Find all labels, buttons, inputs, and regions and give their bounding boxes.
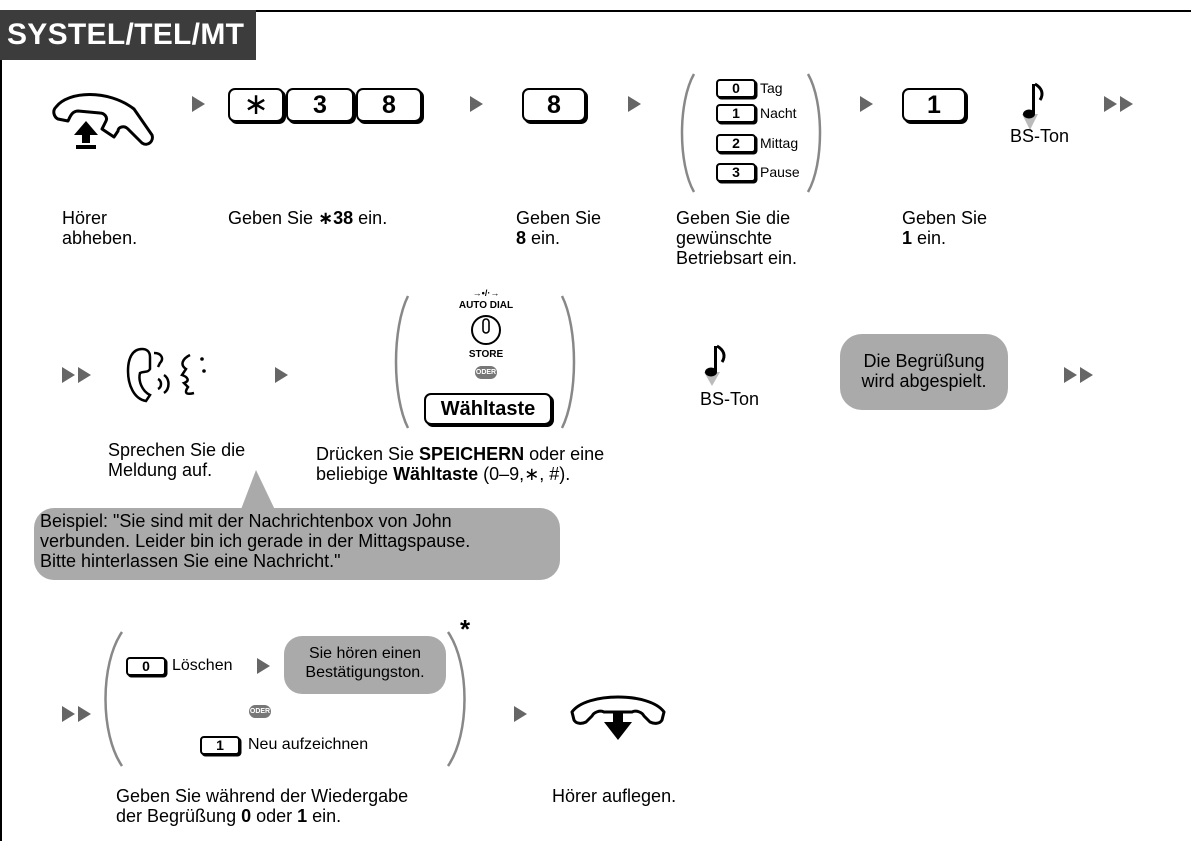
step-arrow — [275, 367, 288, 383]
options-asterisk: * — [460, 614, 471, 644]
step-arrow — [860, 96, 873, 112]
mode-label-nacht: Nacht — [760, 105, 797, 121]
step-arrow — [470, 96, 483, 112]
caption-hangup: Hörer auflegen. — [552, 786, 677, 806]
mode-key-1: 1 — [716, 104, 756, 123]
continue-arrow — [1120, 96, 1133, 112]
mode-key-3: 3 — [716, 163, 756, 182]
oder-badge: ODER — [475, 366, 497, 379]
caption-enter-1: Geben Sie 1 ein. — [902, 208, 988, 248]
rerecord-label: Neu aufzeichnen — [248, 736, 369, 753]
continue-arrow — [1064, 367, 1077, 383]
delete-label: Löschen — [172, 657, 233, 674]
mode-label-mittag: Mittag — [760, 135, 799, 151]
tone-label: BS-Ton — [1010, 126, 1070, 146]
example-bubble-tail — [240, 470, 276, 512]
store-bracket-right — [560, 295, 576, 429]
mode-label-pause: Pause — [760, 164, 800, 180]
step-arrow — [257, 658, 270, 674]
step-arrow — [192, 96, 205, 112]
key-1: 1 — [902, 88, 966, 122]
key-3: 3 — [286, 88, 354, 122]
continue-arrow — [1080, 367, 1093, 383]
caption-during-playback: Geben Sie während der Wiedergabe der Beg… — [116, 786, 409, 826]
key-8-single: 8 — [522, 88, 586, 122]
continue-arrow — [62, 367, 75, 383]
handset-lift-icon — [52, 93, 154, 149]
auto-dial-label: AUTO DIAL — [458, 300, 514, 311]
delete-key-0: 0 — [126, 657, 166, 676]
key-star: ∗ — [228, 88, 284, 122]
mode-bracket-right — [806, 73, 822, 193]
step-arrow — [514, 706, 527, 722]
continue-arrow — [62, 706, 75, 722]
example-bubble: Beispiel: "Sie sind mit der Nachrichtenb… — [34, 508, 560, 580]
tone-note-icon — [704, 344, 726, 386]
caption-enter-8: Geben Sie 8 ein. — [516, 208, 602, 248]
store-button-icon — [471, 315, 501, 345]
waehltaste-key: Wähltaste — [424, 393, 552, 425]
mode-label-tag: Tag — [760, 80, 783, 96]
oder-badge: ODER — [249, 705, 271, 718]
frame-left — [0, 10, 2, 841]
rerecord-key-1: 1 — [200, 736, 240, 755]
caption-enter-38: Geben Sie ∗38 ein. — [228, 208, 388, 228]
tone-label: BS-Ton — [700, 389, 760, 409]
speaking-person-icon — [126, 347, 206, 403]
store-bracket-left — [394, 295, 410, 429]
mode-key-0: 0 — [716, 79, 756, 98]
store-label: STORE — [468, 349, 504, 360]
key-8: 8 — [356, 88, 422, 122]
caption-press: Drücken Sie SPEICHERN oder eine beliebig… — [316, 444, 605, 484]
mode-bracket-left — [680, 73, 696, 193]
continue-arrow — [1104, 96, 1117, 112]
options-bracket-right — [446, 631, 466, 767]
step-arrow — [628, 96, 641, 112]
frame-top — [0, 10, 1191, 12]
options-bracket-left — [104, 631, 124, 767]
auto-dial-symbol: →•/·→ — [472, 288, 500, 298]
tone-note-icon — [1022, 82, 1044, 130]
continue-arrow — [78, 706, 91, 722]
mode-key-2: 2 — [716, 134, 756, 153]
page-title: SYSTEL/TEL/MT — [0, 10, 256, 60]
handset-hangup-icon — [570, 695, 666, 740]
continue-arrow — [78, 367, 91, 383]
